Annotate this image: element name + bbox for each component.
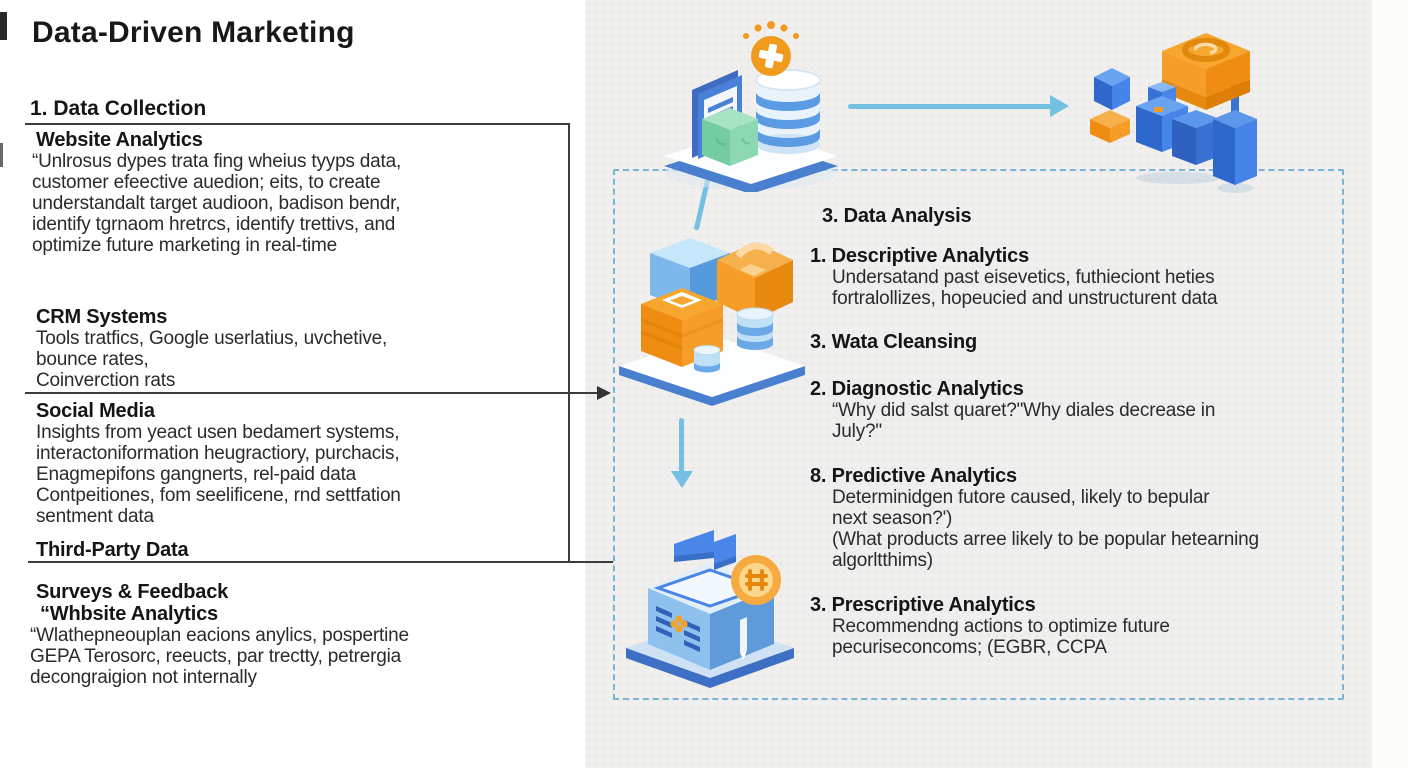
flow-arrow-right-shaft [848,104,1052,109]
descriptive-analytics-heading: 1. Descriptive Analytics [810,245,1030,267]
flow-arrow-right-head-icon [1050,95,1069,117]
edge-mark [0,143,3,167]
surveys-feedback-heading: Surveys & Feedback [36,581,229,603]
orange-case-icon [717,242,793,320]
pen-slot [740,617,747,660]
third-party-data-heading: Third-Party Data [36,539,189,561]
connector-line-bottom [28,561,613,563]
right-white-strip [1372,0,1408,768]
mini-database-icon [736,307,774,350]
flow-arrow-down-shaft [679,418,684,473]
swirl-emblem-icon [1182,38,1230,62]
connector-line-mid [25,392,598,394]
predictive-analytics-heading: 8. Predictive Analytics [810,465,1017,487]
coin-plus-icon [751,36,791,76]
data-processing-illustration [619,238,805,406]
blue-pillar-icon [1213,110,1257,185]
orange-platform-box-icon [1162,33,1250,110]
edge-mark [0,12,7,40]
crm-systems-body: Tools tratfics, Google userlatius, uvche… [36,328,388,391]
data-analysis-dashed-box [613,169,1344,700]
social-media-body: Insights from yeact usen bedamert system… [36,422,401,527]
gear-coin-icon [731,555,781,605]
website-analytics-body: “Unlrosus dypes trata fing wheius tyyps … [32,151,402,256]
rays-icon [743,21,799,39]
orange-cube-icon [1090,110,1130,143]
flow-arrow-down-head-icon [671,471,693,488]
predictive-analytics-body: Determinidgen futore caused, likely to b… [832,487,1259,571]
diagnostic-analytics-heading: 2. Diagnostic Analytics [810,378,1024,400]
platform-rim [619,366,805,406]
surveys-subheading: “Whbsite Analytics [40,603,218,625]
blue-cube-icon [1172,110,1220,165]
connector-arrowhead [597,386,611,400]
blue-cube-icon [1094,68,1130,110]
panel-dashes [656,606,700,652]
clover-icon [670,615,688,633]
data-cleansing-heading: 3. Wata Cleansing [810,331,978,353]
surveys-feedback-body: “Wlathepneouplan eacions anylics, posper… [30,625,409,688]
green-cube-icon [702,108,758,166]
cursor-arrow-icon [674,530,736,570]
data-collection-illustration [664,21,838,192]
mini-database-icon [693,345,721,373]
section-data-collection-heading: 1. Data Collection [30,97,207,120]
prescriptive-analytics-body: Recommendng actions to optimize future p… [832,616,1170,658]
data-analysis-heading: 3. Data Analysis [822,205,972,227]
crm-systems-heading: CRM Systems [36,306,168,328]
descriptive-analytics-body: Undersatand past eisevetics, futhieciont… [832,267,1218,309]
website-analytics-heading: Website Analytics [36,129,203,151]
page-title: Data-Driven Marketing [32,16,355,49]
cube-cluster-illustration [1090,33,1257,193]
reflections [1136,172,1253,193]
diagnostic-analytics-body: “Why did salst quaret?"Why diales decrea… [832,400,1216,442]
base-rim [626,648,794,688]
box-top-border [25,123,570,125]
box-right-border [568,123,570,563]
prescriptive-analytics-heading: 3. Prescriptive Analytics [810,594,1036,616]
database-stack-icon [755,69,821,154]
social-media-heading: Social Media [36,400,155,422]
feedback-device-illustration [626,530,794,688]
package-box-icon [641,288,723,367]
